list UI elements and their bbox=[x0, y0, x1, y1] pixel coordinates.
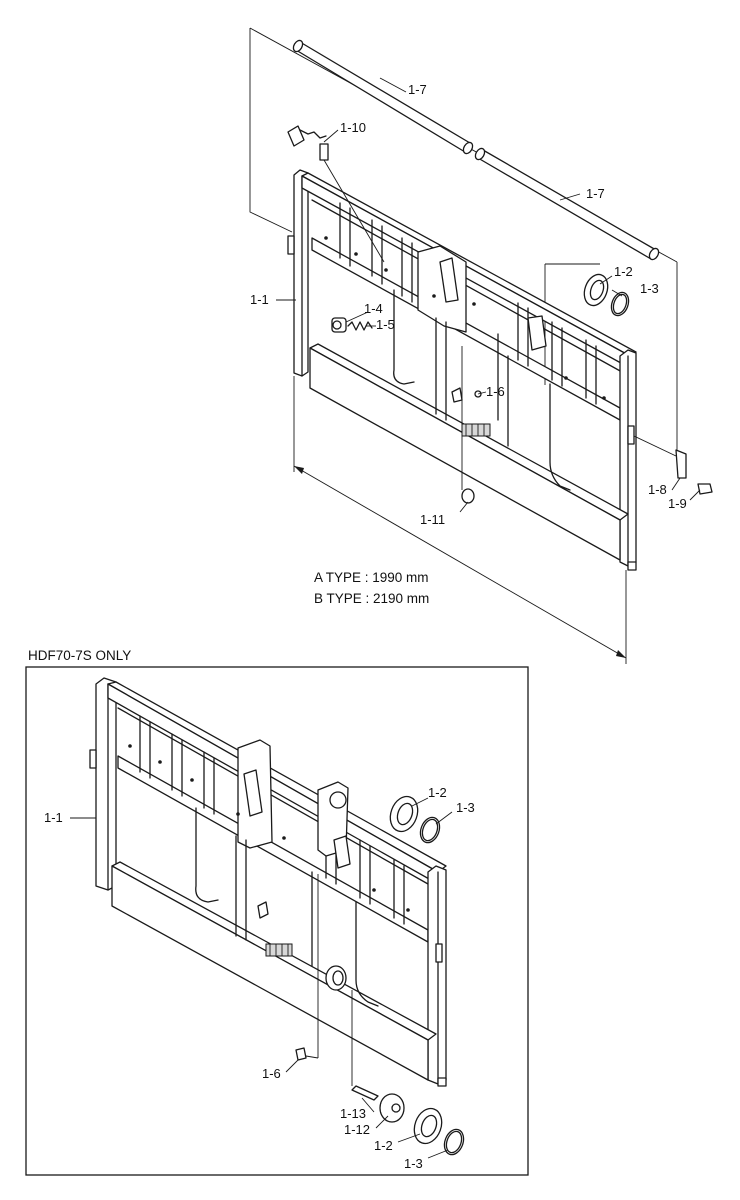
inset-carriage-assembly bbox=[89, 677, 447, 1087]
bolt-1-9 bbox=[697, 483, 713, 495]
callout-1-2-top: 1-2 bbox=[614, 264, 633, 279]
inset-callout-1-3a: 1-3 bbox=[456, 800, 475, 815]
callout-1-3-top: 1-3 bbox=[640, 281, 659, 296]
callout-1-8: 1-8 bbox=[648, 482, 667, 497]
shaft-phantom-line bbox=[249, 28, 293, 233]
width-dimension bbox=[293, 376, 627, 664]
inset-bearing-1-2a bbox=[389, 795, 419, 833]
callout-1-5: 1-5 bbox=[376, 317, 395, 332]
plate-1-8 bbox=[675, 449, 687, 479]
callout-1-9: 1-9 bbox=[668, 496, 687, 511]
shaft-1-7-lower bbox=[474, 147, 660, 261]
callout-1-7b: 1-7 bbox=[586, 186, 605, 201]
inset-callout-1-2b: 1-2 bbox=[374, 1138, 393, 1153]
inset-callout-1-13: 1-13 bbox=[340, 1106, 366, 1121]
spring-1-5 bbox=[347, 321, 373, 331]
inset-frame bbox=[25, 666, 529, 1176]
inset-callout-1-2a: 1-2 bbox=[428, 785, 447, 800]
top-carriage-assembly bbox=[249, 27, 713, 664]
inset-collar-1-12 bbox=[379, 1093, 405, 1123]
inset-callout-1-1: 1-1 bbox=[44, 810, 63, 825]
shaft-1-7-upper bbox=[292, 39, 474, 155]
callout-1-11: 1-11 bbox=[420, 512, 445, 527]
bearing-1-2 bbox=[583, 273, 609, 307]
inset-bolt-1-6 bbox=[295, 874, 319, 1061]
top-callout-labels: 1-7 1-10 1-7 1-2 1-3 1-1 1-4 1-5 1-6 1-8… bbox=[250, 82, 687, 527]
carriage-frame-1-1 bbox=[287, 169, 637, 571]
snap-ring-1-3 bbox=[610, 291, 630, 317]
inset-pin-1-13 bbox=[351, 990, 379, 1101]
a-type-dimension: A TYPE : 1990 mm bbox=[314, 570, 429, 585]
inset-callout-labels: 1-1 1-2 1-3 1-6 1-13 1-12 1-2 1-3 bbox=[44, 785, 475, 1171]
callout-1-6-top: 1-6 bbox=[486, 384, 505, 399]
pin-1-10 bbox=[287, 125, 385, 263]
callout-1-10: 1-10 bbox=[340, 120, 366, 135]
inset-callout-1-3b: 1-3 bbox=[404, 1156, 423, 1171]
inset-title: HDF70-7S ONLY bbox=[28, 648, 131, 663]
inset-callout-1-12: 1-12 bbox=[344, 1122, 370, 1137]
inset-snap-ring-1-3a bbox=[419, 816, 441, 844]
nipple-1-4 bbox=[331, 317, 347, 333]
callout-1-1-top: 1-1 bbox=[250, 292, 269, 307]
callout-1-7a: 1-7 bbox=[408, 82, 427, 97]
plug-1-11 bbox=[461, 346, 475, 504]
inset-callout-1-6: 1-6 bbox=[262, 1066, 281, 1081]
callout-1-4: 1-4 bbox=[364, 301, 383, 316]
inset-snap-ring-1-3b bbox=[443, 1128, 465, 1156]
b-type-dimension: B TYPE : 2190 mm bbox=[314, 591, 429, 606]
bolt-1-6-top bbox=[451, 387, 482, 403]
inset-bearing-1-2b bbox=[413, 1107, 443, 1145]
